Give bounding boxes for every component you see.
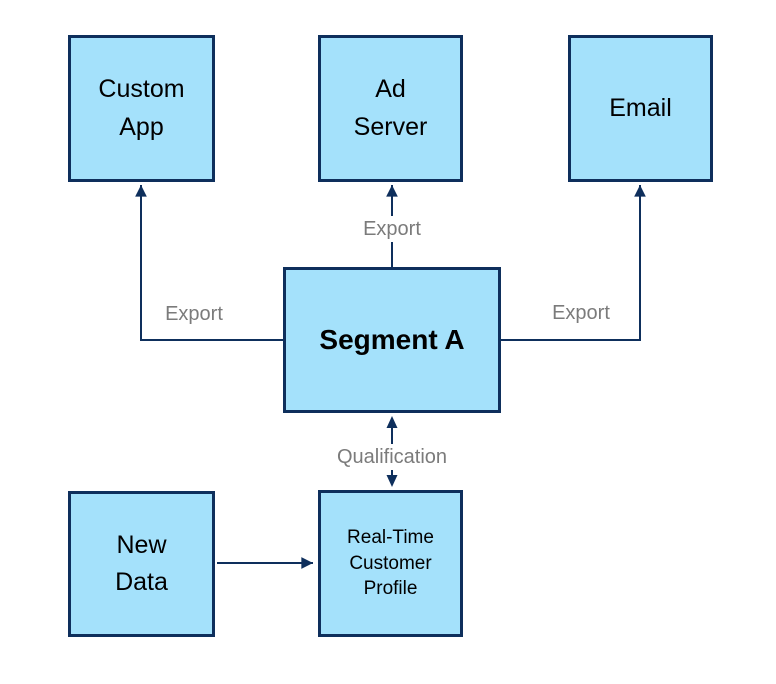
node-new-data[interactable]: New Data [68,491,215,637]
edge-label-qualification: Qualification [332,444,452,470]
node-new-data-label: New Data [115,530,168,597]
node-real-time-customer-profile[interactable]: Real-Time Customer Profile [318,490,463,637]
arrowhead-up-icon [386,416,398,428]
edge-label-export-to-ad-server: Export [359,216,425,242]
node-segment-a-label: Segment A [319,324,465,355]
node-real-time-customer-profile-label: Real-Time Customer Profile [347,527,434,600]
node-ad-server-label: Ad Server [353,75,428,141]
node-email[interactable]: Email [568,35,713,182]
node-segment-a[interactable]: Segment A [283,267,501,413]
edge-label-export-to-custom-app: Export [161,301,227,327]
node-ad-server[interactable]: Ad Server [318,35,463,182]
arrowhead-down-icon [386,475,398,487]
edge-label-export-to-email: Export [548,300,614,326]
node-custom-app-label: Custom App [98,75,185,141]
node-email-label: Email [609,93,672,122]
node-custom-app[interactable]: Custom App [68,35,215,182]
